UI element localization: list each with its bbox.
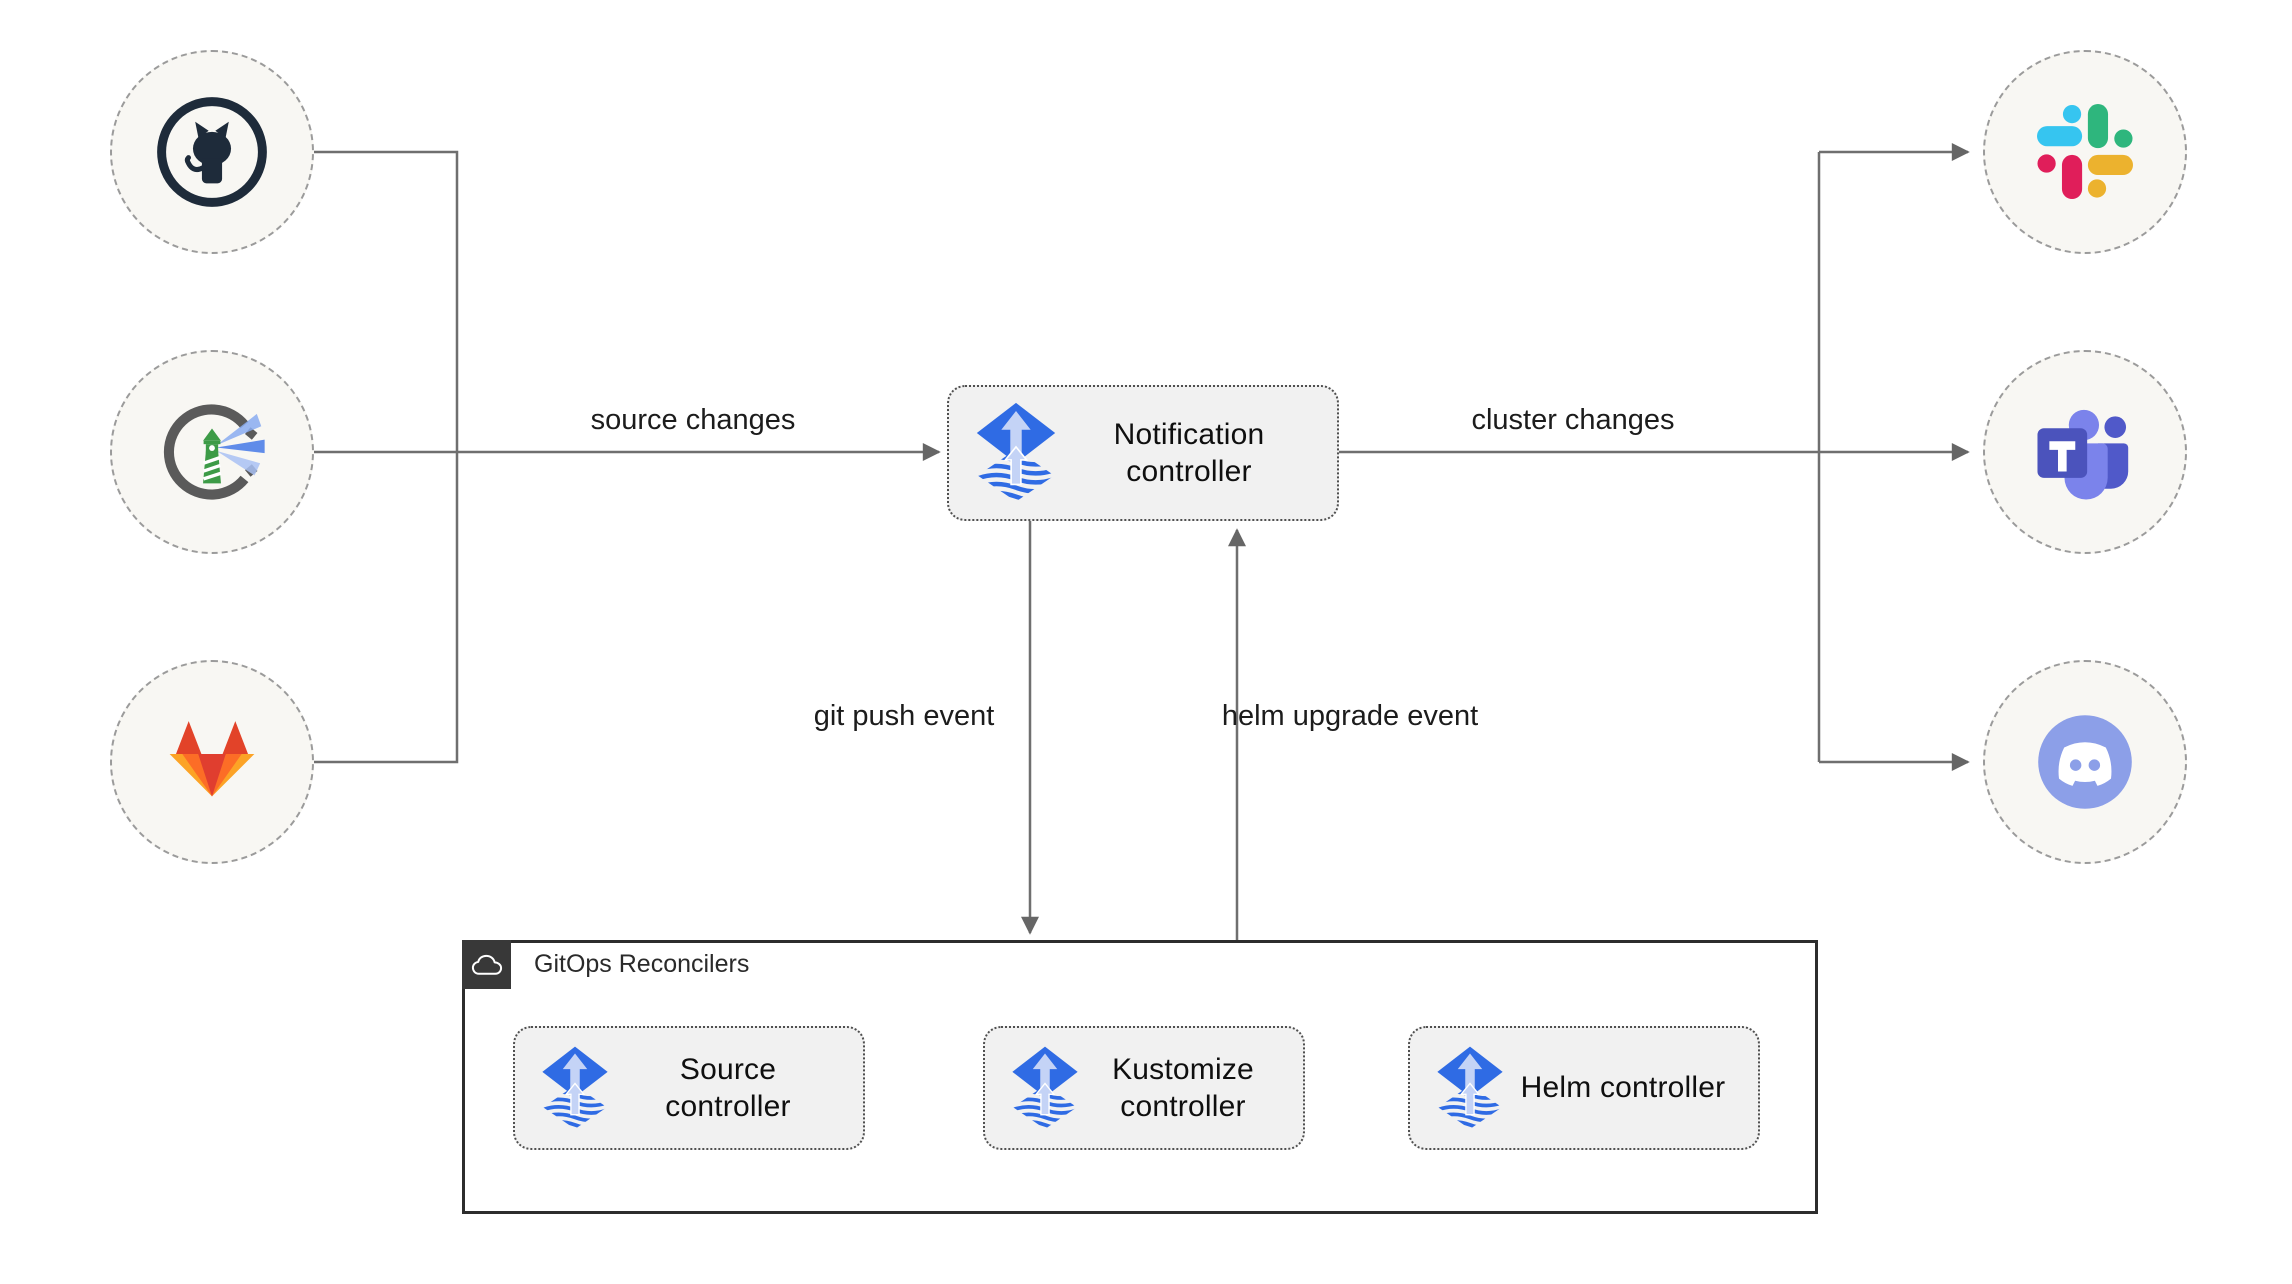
gitops-reconcilers-badge	[462, 940, 511, 989]
notification-controller-label: Notification controller	[1113, 417, 1265, 489]
source-node-harbor	[110, 350, 314, 554]
cloud-icon	[471, 954, 503, 976]
kustomize-controller-label: Kustomize controller	[1112, 1052, 1254, 1124]
target-node-discord	[1983, 660, 2187, 864]
teams-icon	[2031, 398, 2139, 506]
target-node-teams	[1983, 350, 2187, 554]
notification-controller-node: Notification controller	[947, 385, 1339, 521]
harbor-lighthouse-icon	[156, 396, 268, 508]
flux-icon	[975, 402, 1057, 504]
controller-label-wrap: Helm controller	[1504, 1069, 1742, 1107]
source-controller-node: Source controller	[513, 1026, 865, 1150]
helm-controller-label: Helm controller	[1520, 1071, 1726, 1105]
controller-label-wrap: Kustomize controller	[1079, 1051, 1287, 1126]
github-icon	[156, 96, 268, 208]
gitlab-icon	[159, 718, 265, 807]
edge-label-git-push-event: git push event	[813, 700, 995, 732]
flux-icon	[541, 1046, 609, 1131]
edge-label-helm-upgrade-event: helm upgrade event	[1221, 700, 1479, 732]
flux-icon	[1436, 1046, 1504, 1131]
kustomize-controller-node: Kustomize controller	[983, 1026, 1305, 1150]
controller-label-wrap: Source controller	[609, 1051, 847, 1126]
edge-sources-trunk	[314, 150, 459, 764]
source-node-gitlab	[110, 660, 314, 864]
slack-icon	[2037, 104, 2133, 200]
helm-controller-node: Helm controller	[1408, 1026, 1760, 1150]
source-controller-label: Source controller	[665, 1052, 791, 1124]
flux-icon	[1011, 1046, 1079, 1131]
target-node-slack	[1983, 50, 2187, 254]
source-node-github	[110, 50, 314, 254]
discord-icon	[2033, 710, 2137, 814]
edge-label-cluster-changes: cluster changes	[1471, 404, 1675, 436]
gitops-reconcilers-title: GitOps Reconcilers	[534, 950, 750, 978]
edge-label-source-changes: source changes	[590, 404, 796, 436]
controller-label-wrap: Notification controller	[1057, 416, 1321, 491]
